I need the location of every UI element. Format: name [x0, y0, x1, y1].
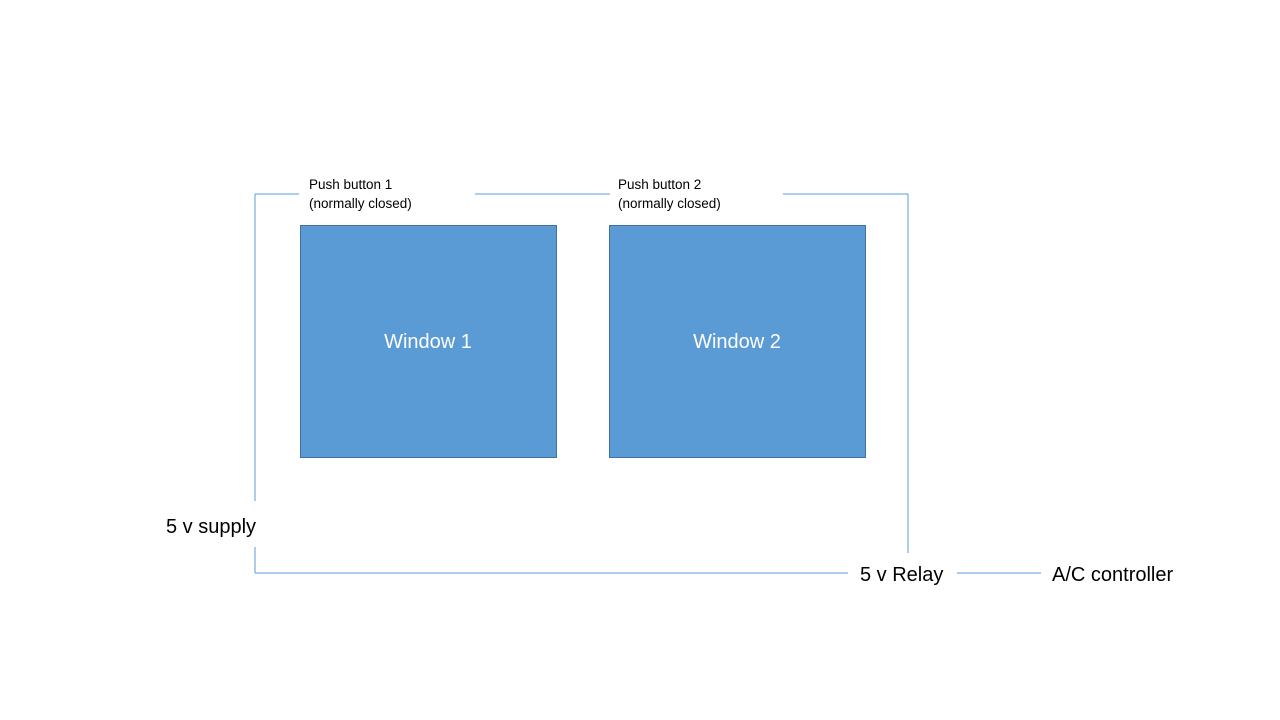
supply-label: 5 v supply [166, 516, 256, 538]
push-button-2-label: Push button 2 [618, 177, 701, 192]
controller-label: A/C controller [1052, 564, 1173, 586]
window-1: Window 1 [300, 225, 557, 458]
wires [254, 193, 1041, 574]
push-button-1-label: Push button 1 [309, 177, 392, 192]
window-2-label: Window 2 [693, 331, 781, 353]
window-2: Window 2 [609, 225, 866, 458]
push-button-1-note: (normally closed) [309, 196, 412, 211]
window-1-box [300, 225, 557, 458]
push-button-2-note: (normally closed) [618, 196, 721, 211]
window-1-label: Window 1 [384, 331, 472, 353]
relay-label: 5 v Relay [860, 564, 943, 586]
window-2-box [609, 225, 866, 458]
